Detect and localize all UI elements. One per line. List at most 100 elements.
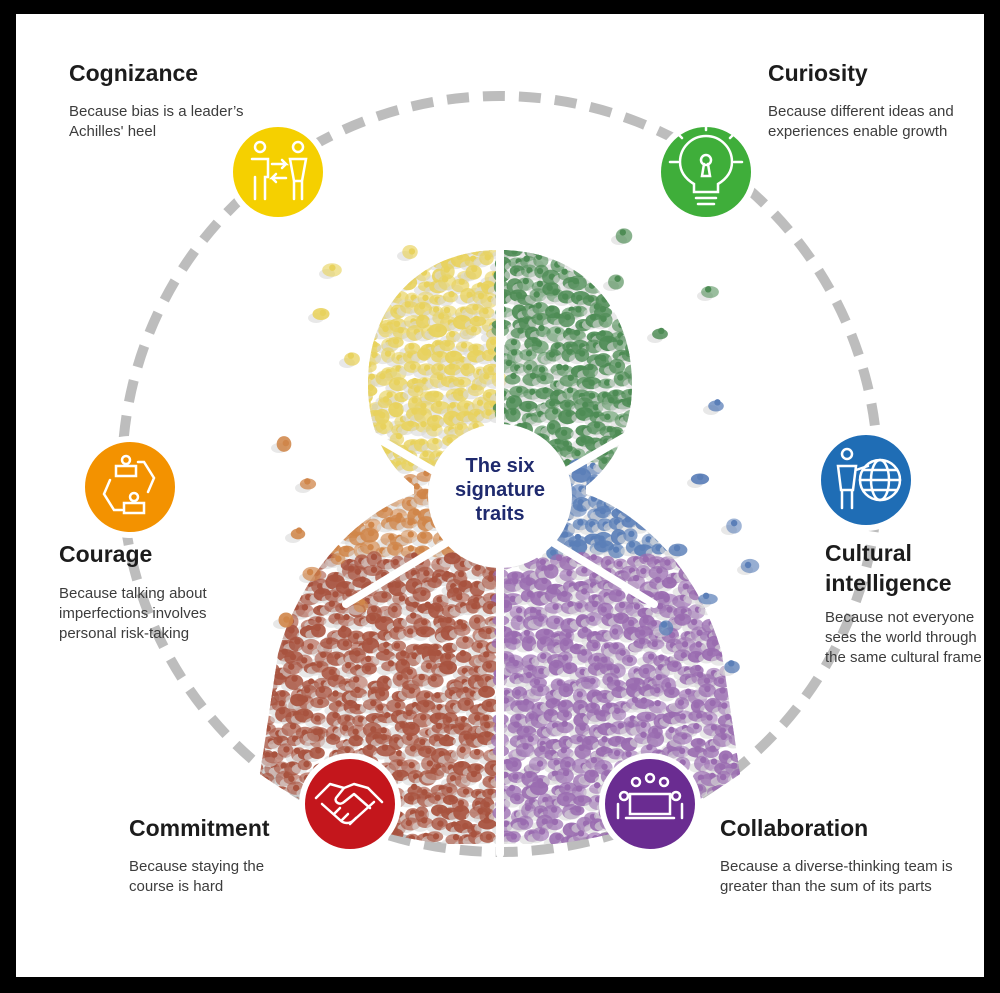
crowd-person: [655, 302, 676, 319]
diagram-canvas: The six signature traits Cognizance Beca…: [16, 14, 984, 977]
crowd-person: [632, 318, 653, 334]
crowd-person: [609, 486, 631, 501]
crowd-person: [260, 408, 276, 425]
crowd-person: [272, 264, 294, 280]
crowd-person: [278, 496, 300, 512]
crowd-person: [296, 280, 320, 297]
crowd-person: [610, 305, 632, 322]
crowd-person: [685, 253, 707, 269]
crowd-person: [635, 497, 657, 514]
crowd-person: [285, 400, 308, 416]
crowd-person: [298, 434, 322, 451]
crowd-person: [260, 565, 265, 581]
crowd-person: [711, 301, 733, 319]
crowd-person: [260, 258, 283, 274]
crowd-person: [617, 528, 638, 545]
crowd-person: [319, 263, 342, 279]
crowd-person: [621, 250, 642, 263]
crowd-person: [665, 543, 688, 559]
crowd-person: [707, 425, 731, 442]
crowd-person: [260, 724, 263, 740]
crowd-person: [662, 459, 683, 476]
crowd-person: [260, 505, 269, 521]
crowd-person: [332, 510, 355, 527]
crowd-person: [306, 335, 329, 352]
crowd-person: [709, 267, 730, 285]
crowd-person: [260, 299, 276, 316]
crowd-person: [323, 523, 346, 539]
crowd-person: [382, 336, 404, 352]
crowd-person: [330, 391, 351, 407]
crowd-person: [260, 298, 266, 316]
crowd-person: [411, 347, 432, 364]
crowd-person: [323, 459, 346, 477]
crowd-person: [721, 397, 740, 414]
crowd-person: [372, 323, 394, 340]
crowd-person: [308, 308, 330, 323]
crowd-person: [655, 437, 678, 454]
crowd-person: [695, 592, 718, 608]
crowd-person: [671, 390, 695, 407]
crowd-person: [363, 470, 385, 487]
crowd-person: [298, 541, 320, 557]
crowd-person: [726, 689, 740, 705]
crowd-person: [674, 438, 695, 454]
crowd-person: [682, 250, 704, 260]
crowd-person: [699, 565, 723, 580]
crowd-person: [319, 388, 341, 403]
crowd-person: [295, 478, 317, 493]
crowd-person: [260, 733, 265, 747]
crowd-person: [260, 368, 277, 383]
crowd-person: [673, 264, 695, 280]
crowd-person: [476, 292, 498, 310]
crowd-person: [707, 372, 728, 389]
crowd-person: [656, 341, 677, 358]
crowd-person: [697, 491, 720, 508]
crowd-person: [675, 412, 698, 430]
crowd-person: [281, 550, 304, 568]
diagram-graphic: [79, 91, 917, 858]
crowd-person: [260, 267, 276, 284]
crowd-person: [658, 252, 682, 269]
crowd-person: [339, 352, 360, 368]
crowd-person: [297, 509, 319, 525]
crowd-person: [658, 288, 680, 304]
crowd-person: [402, 384, 424, 401]
crowd-person: [645, 314, 668, 329]
crowd-person: [260, 483, 268, 500]
crowd-person: [260, 530, 276, 547]
crowd-person: [371, 396, 393, 412]
crowd-person: [268, 294, 289, 311]
crowd-person: [296, 413, 320, 430]
crowd-person: [564, 275, 587, 293]
crowd-person: [556, 250, 579, 262]
crowd-person: [696, 424, 720, 440]
crowd-person: [727, 613, 740, 630]
crowd-person: [714, 329, 736, 347]
crowd-person: [304, 413, 328, 429]
crowd-person: [669, 502, 691, 520]
crowd-person: [333, 375, 357, 393]
crowd-person: [320, 423, 343, 440]
crowd-person: [649, 250, 670, 257]
crowd-person: [304, 510, 328, 527]
crowd-person: [683, 423, 706, 440]
crowd-person: [319, 530, 342, 546]
crowd-person: [281, 821, 303, 837]
crowd-person: [333, 292, 354, 307]
crowd-person: [268, 302, 291, 318]
crowd-person: [623, 315, 644, 331]
collaboration-icon-badge: [599, 753, 701, 855]
crowd-person: [701, 435, 724, 450]
crowd-person: [724, 792, 740, 808]
commitment-desc-line2: course is hard: [129, 878, 224, 895]
crowd-person: [376, 255, 399, 272]
crowd-person: [580, 252, 602, 270]
crowd-person: [699, 378, 722, 394]
crowd-person: [683, 493, 706, 510]
crowd-person: [260, 781, 270, 797]
crowd-person: [408, 587, 431, 604]
crowd-person: [660, 469, 682, 487]
crowd-person: [306, 250, 328, 259]
crowd-person: [582, 250, 604, 260]
